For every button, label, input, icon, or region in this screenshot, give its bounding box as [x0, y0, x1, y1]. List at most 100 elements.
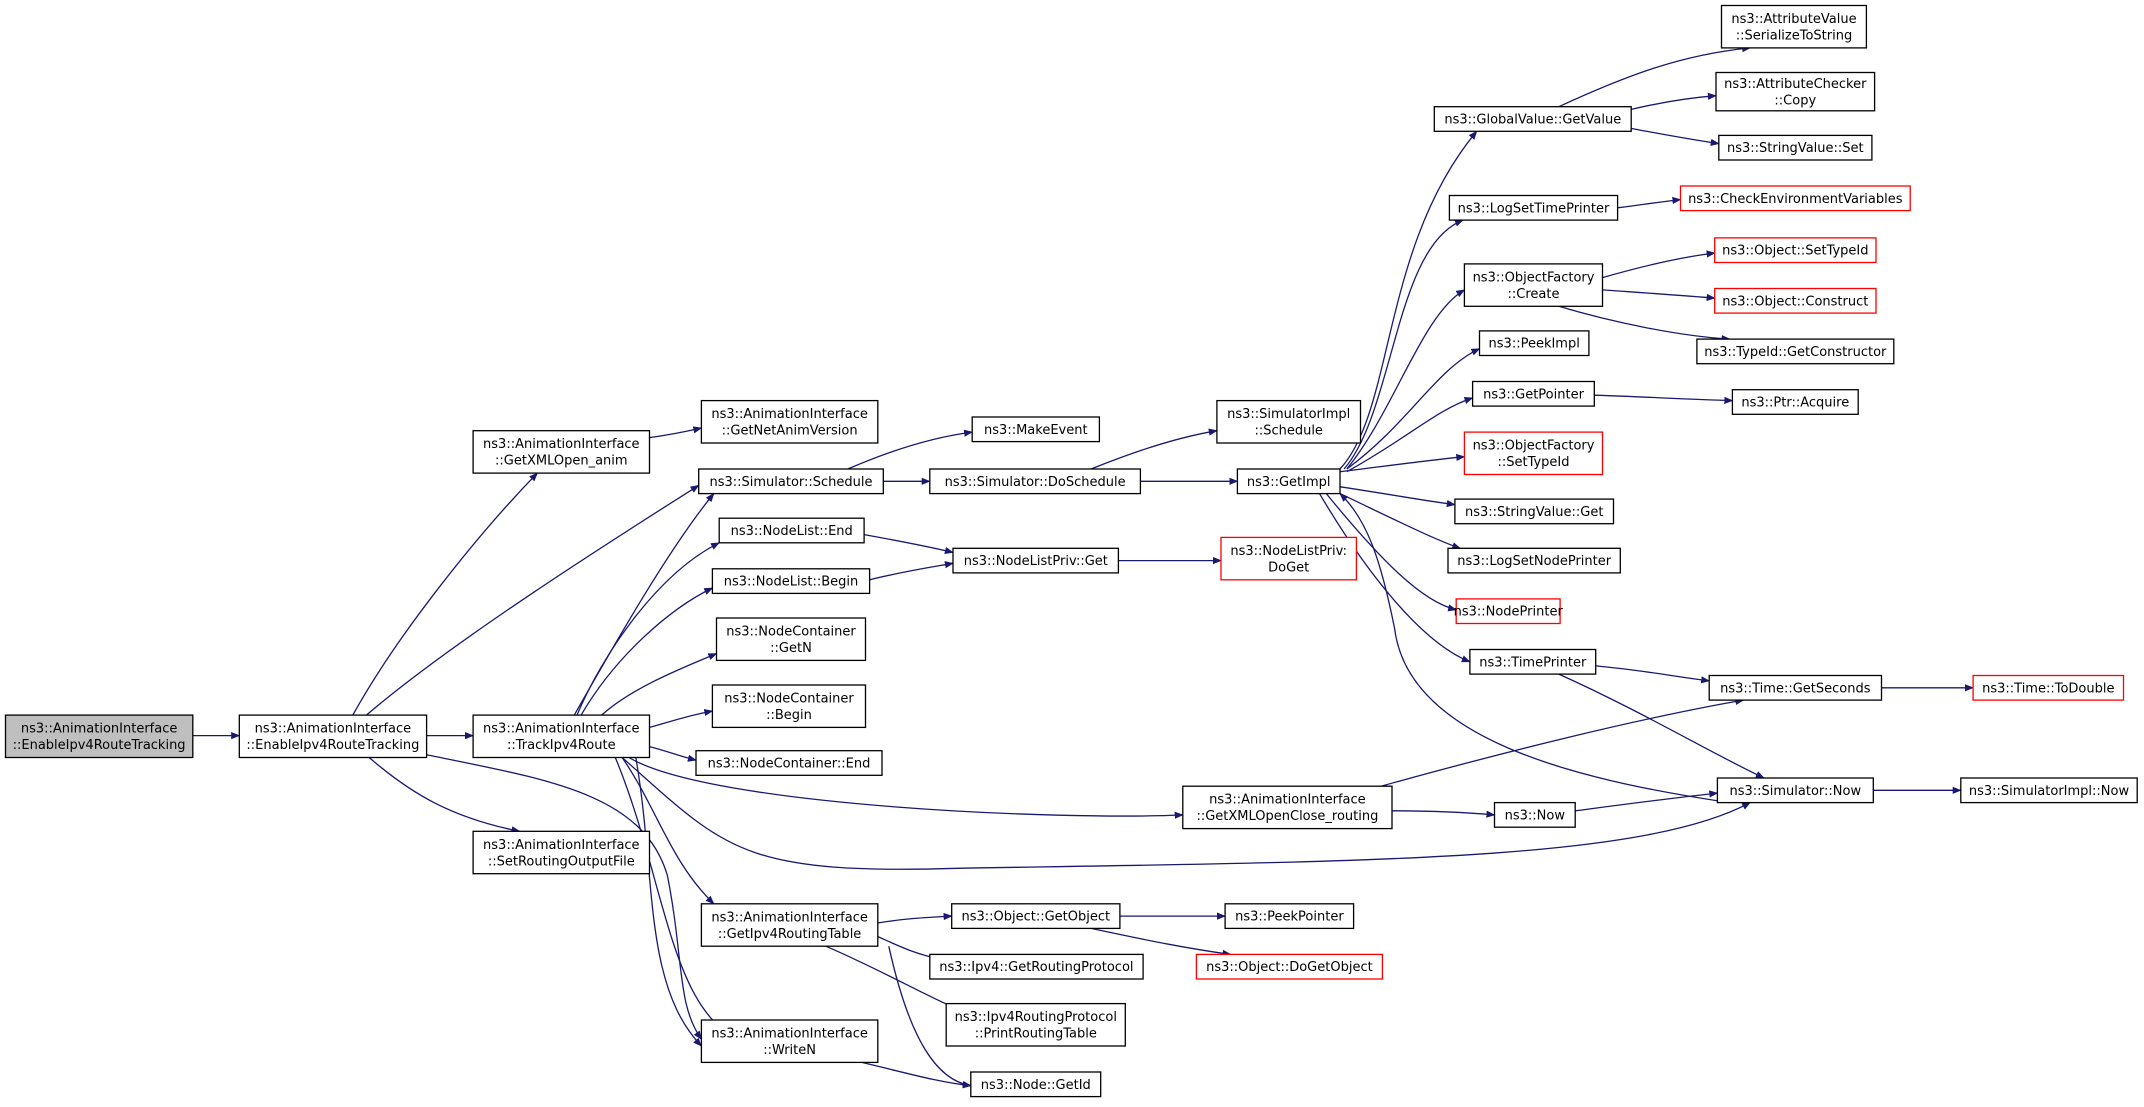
- node-schedule[interactable]: ns3::Simulator::Schedule: [698, 468, 884, 495]
- node-sv-set[interactable]: ns3::StringValue::Set: [1718, 134, 1873, 161]
- node-box: [1715, 71, 1876, 112]
- node-ptr-acquire[interactable]: ns3::Ptr::Acquire: [1731, 389, 1859, 415]
- node-label-line: ns3::Ipv4RoutingProtocol: [955, 1010, 1117, 1025]
- node-simimpl-sched[interactable]: ns3::SimulatorImpl::Schedule: [1216, 399, 1362, 444]
- node-ac-copy[interactable]: ns3::AttributeChecker::Copy: [1715, 71, 1876, 112]
- node-enable[interactable]: ns3::AnimationInterface::EnableIpv4Route…: [238, 714, 428, 759]
- node-now[interactable]: ns3::Now: [1493, 801, 1576, 828]
- node-box: [1471, 380, 1595, 407]
- node-time-todouble[interactable]: ns3::Time::ToDouble: [1972, 674, 2125, 701]
- node-nlp-doget[interactable]: ns3::NodeListPriv:DoGet: [1220, 536, 1358, 581]
- node-of-create[interactable]: ns3::ObjectFactory::Create: [1463, 263, 1604, 307]
- node-box: [700, 399, 879, 444]
- node-nc-getn[interactable]: ns3::NodeContainer::GetN: [715, 617, 867, 662]
- node-typeid-getctor[interactable]: ns3::TypeId::GetConstructor: [1696, 338, 1895, 365]
- node-ipv4-getrp[interactable]: ns3::Ipv4::GetRoutingProtocol: [929, 953, 1144, 980]
- node-label-line: ::TrackIpv4Route: [507, 738, 616, 753]
- node-label-line: ns3::NodeList::Begin: [724, 575, 858, 590]
- edge-getimpl-to-timeprinter: [1318, 493, 1471, 663]
- node-label-line: ns3::StringValue::Set: [1727, 141, 1864, 156]
- node-nodeprinter[interactable]: ns3::NodePrinter: [1454, 598, 1564, 625]
- node-label-line: ::Copy: [1774, 93, 1816, 108]
- edge-getimpl-to-sv_get: [1339, 486, 1456, 508]
- node-doschedule[interactable]: ns3::Simulator::DoSchedule: [929, 468, 1142, 495]
- node-label-line: ns3::NodeContainer::End: [708, 757, 871, 772]
- node-setrouting[interactable]: ns3::AnimationInterface::SetRoutingOutpu…: [472, 830, 651, 875]
- node-writen[interactable]: ns3::AnimationInterface::WriteN: [700, 1019, 879, 1064]
- node-nl-begin[interactable]: ns3::NodeList::Begin: [711, 568, 871, 595]
- edge-timeprinter-to-time_getsec: [1595, 665, 1711, 684]
- edge-line: [576, 542, 721, 716]
- node-label-line: ns3::Object::DoGetObject: [1206, 960, 1373, 975]
- edge-now-to-sim_now: [1575, 790, 1719, 812]
- node-label-line: ::GetIpv4RoutingTable: [718, 927, 861, 942]
- edge-of_create-to-obj_settypeid: [1602, 250, 1716, 279]
- node-label-line: ns3::LogSetTimePrinter: [1458, 201, 1610, 216]
- node-ipv4rp-print[interactable]: ns3::Ipv4RoutingProtocol::PrintRoutingTa…: [945, 1002, 1126, 1047]
- edge-track-to-nc_end: [649, 745, 697, 762]
- edge-track-to-nc_begin: [649, 708, 714, 729]
- edge-getimpl-to-logsetnode: [1339, 493, 1462, 550]
- node-obj-construct[interactable]: ns3::Object::Construct: [1714, 287, 1877, 314]
- edge-gv_getvalue-to-av_serialize: [1558, 45, 1752, 108]
- node-nl-end[interactable]: ns3::NodeList::End: [718, 517, 865, 544]
- node-label-line: ::GetNetAnimVersion: [722, 424, 858, 439]
- node-label-line: ns3::Now: [1505, 808, 1566, 823]
- node-node-getid[interactable]: ns3::Node::GetId: [970, 1071, 1102, 1098]
- node-label-line: DoGet: [1268, 560, 1309, 575]
- edge-track-to-sim_now: [621, 757, 1751, 870]
- node-of-settypeid[interactable]: ns3::ObjectFactory::SetTypeId: [1463, 431, 1604, 476]
- node-logsettime[interactable]: ns3::LogSetTimePrinter: [1448, 194, 1619, 221]
- node-makeevent[interactable]: ns3::MakeEvent: [971, 416, 1101, 443]
- node-time-getsec[interactable]: ns3::Time::GetSeconds: [1708, 674, 1883, 701]
- edge-track-to-nc_getn: [601, 652, 718, 716]
- node-track[interactable]: ns3::AnimationInterface::TrackIpv4Route: [472, 714, 651, 759]
- edge-line: [649, 426, 703, 439]
- node-checkenv[interactable]: ns3::CheckEnvironmentVariables: [1679, 185, 1911, 212]
- node-logsetnode[interactable]: ns3::LogSetNodePrinter: [1447, 547, 1621, 574]
- node-box: [929, 953, 1144, 980]
- node-timeprinter[interactable]: ns3::TimePrinter: [1469, 648, 1597, 675]
- node-obj-dogetobject[interactable]: ns3::Object::DoGetObject: [1195, 953, 1384, 980]
- node-obj-settypeid[interactable]: ns3::Object::SetTypeId: [1714, 237, 1877, 264]
- node-getxmlroute[interactable]: ns3::AnimationInterface::GetXMLOpenClose…: [1182, 785, 1393, 830]
- edge-logsettime-to-checkenv: [1617, 196, 1682, 209]
- edge-line: [1346, 348, 1481, 470]
- node-box: [1454, 498, 1615, 525]
- node-label-line: ns3::Time::GetSeconds: [1720, 681, 1871, 696]
- node-sv-get[interactable]: ns3::StringValue::Get: [1454, 498, 1615, 525]
- node-nlp-get[interactable]: ns3::NodeListPriv::Get: [952, 547, 1120, 574]
- edge-line: [1558, 305, 1731, 343]
- node-box: [1224, 903, 1355, 930]
- node-simimpl-now[interactable]: ns3::SimulatorImpl::Now: [1960, 777, 2138, 804]
- node-sim-now[interactable]: ns3::Simulator::Now: [1716, 777, 1874, 804]
- node-box: [1463, 263, 1604, 307]
- edge-line: [621, 757, 1751, 870]
- edge-line: [601, 652, 718, 716]
- node-gv-getvalue[interactable]: ns3::GlobalValue::GetValue: [1433, 106, 1632, 132]
- node-getpointer[interactable]: ns3::GetPointer: [1471, 380, 1595, 407]
- node-box: [1220, 536, 1358, 581]
- node-peekimpl[interactable]: ns3::PeekImpl: [1478, 330, 1590, 357]
- edge-nl_begin-to-nlp_get: [869, 561, 954, 581]
- edge-line: [573, 492, 715, 716]
- node-getnetanim[interactable]: ns3::AnimationInterface::GetNetAnimVersi…: [700, 399, 879, 444]
- edge-gv_getvalue-to-ac_copy: [1631, 92, 1717, 111]
- node-label-line: ns3::AnimationInterface: [711, 1027, 868, 1042]
- edge-getimpl-to-logsettime: [1343, 219, 1464, 470]
- edge-line: [426, 754, 702, 1040]
- node-box: [1972, 674, 2125, 701]
- node-getimpl[interactable]: ns3::GetImpl: [1236, 468, 1341, 495]
- node-peekpointer[interactable]: ns3::PeekPointer: [1224, 903, 1355, 930]
- node-getxmlopen-anim[interactable]: ns3::AnimationInterface::GetXMLOpen_anim: [472, 430, 651, 474]
- node-nc-end[interactable]: ns3::NodeContainer::End: [695, 750, 883, 776]
- edge-getxmlroute-to-time_getsec: [1380, 697, 1745, 787]
- node-nc-begin[interactable]: ns3::NodeContainer::Begin: [711, 684, 867, 729]
- node-label-line: ::Schedule: [1254, 424, 1323, 439]
- node-obj-getobject[interactable]: ns3::Object::GetObject: [951, 903, 1121, 930]
- edge-sim_now-to-getimpl: [1339, 492, 1730, 804]
- node-getipv4rt[interactable]: ns3::AnimationInterface::GetIpv4RoutingT…: [700, 903, 879, 947]
- edge-line: [1594, 394, 1734, 404]
- node-av-serialize[interactable]: ns3::AttributeValue::SerializeToString: [1720, 4, 1868, 49]
- node-box: [1731, 389, 1859, 415]
